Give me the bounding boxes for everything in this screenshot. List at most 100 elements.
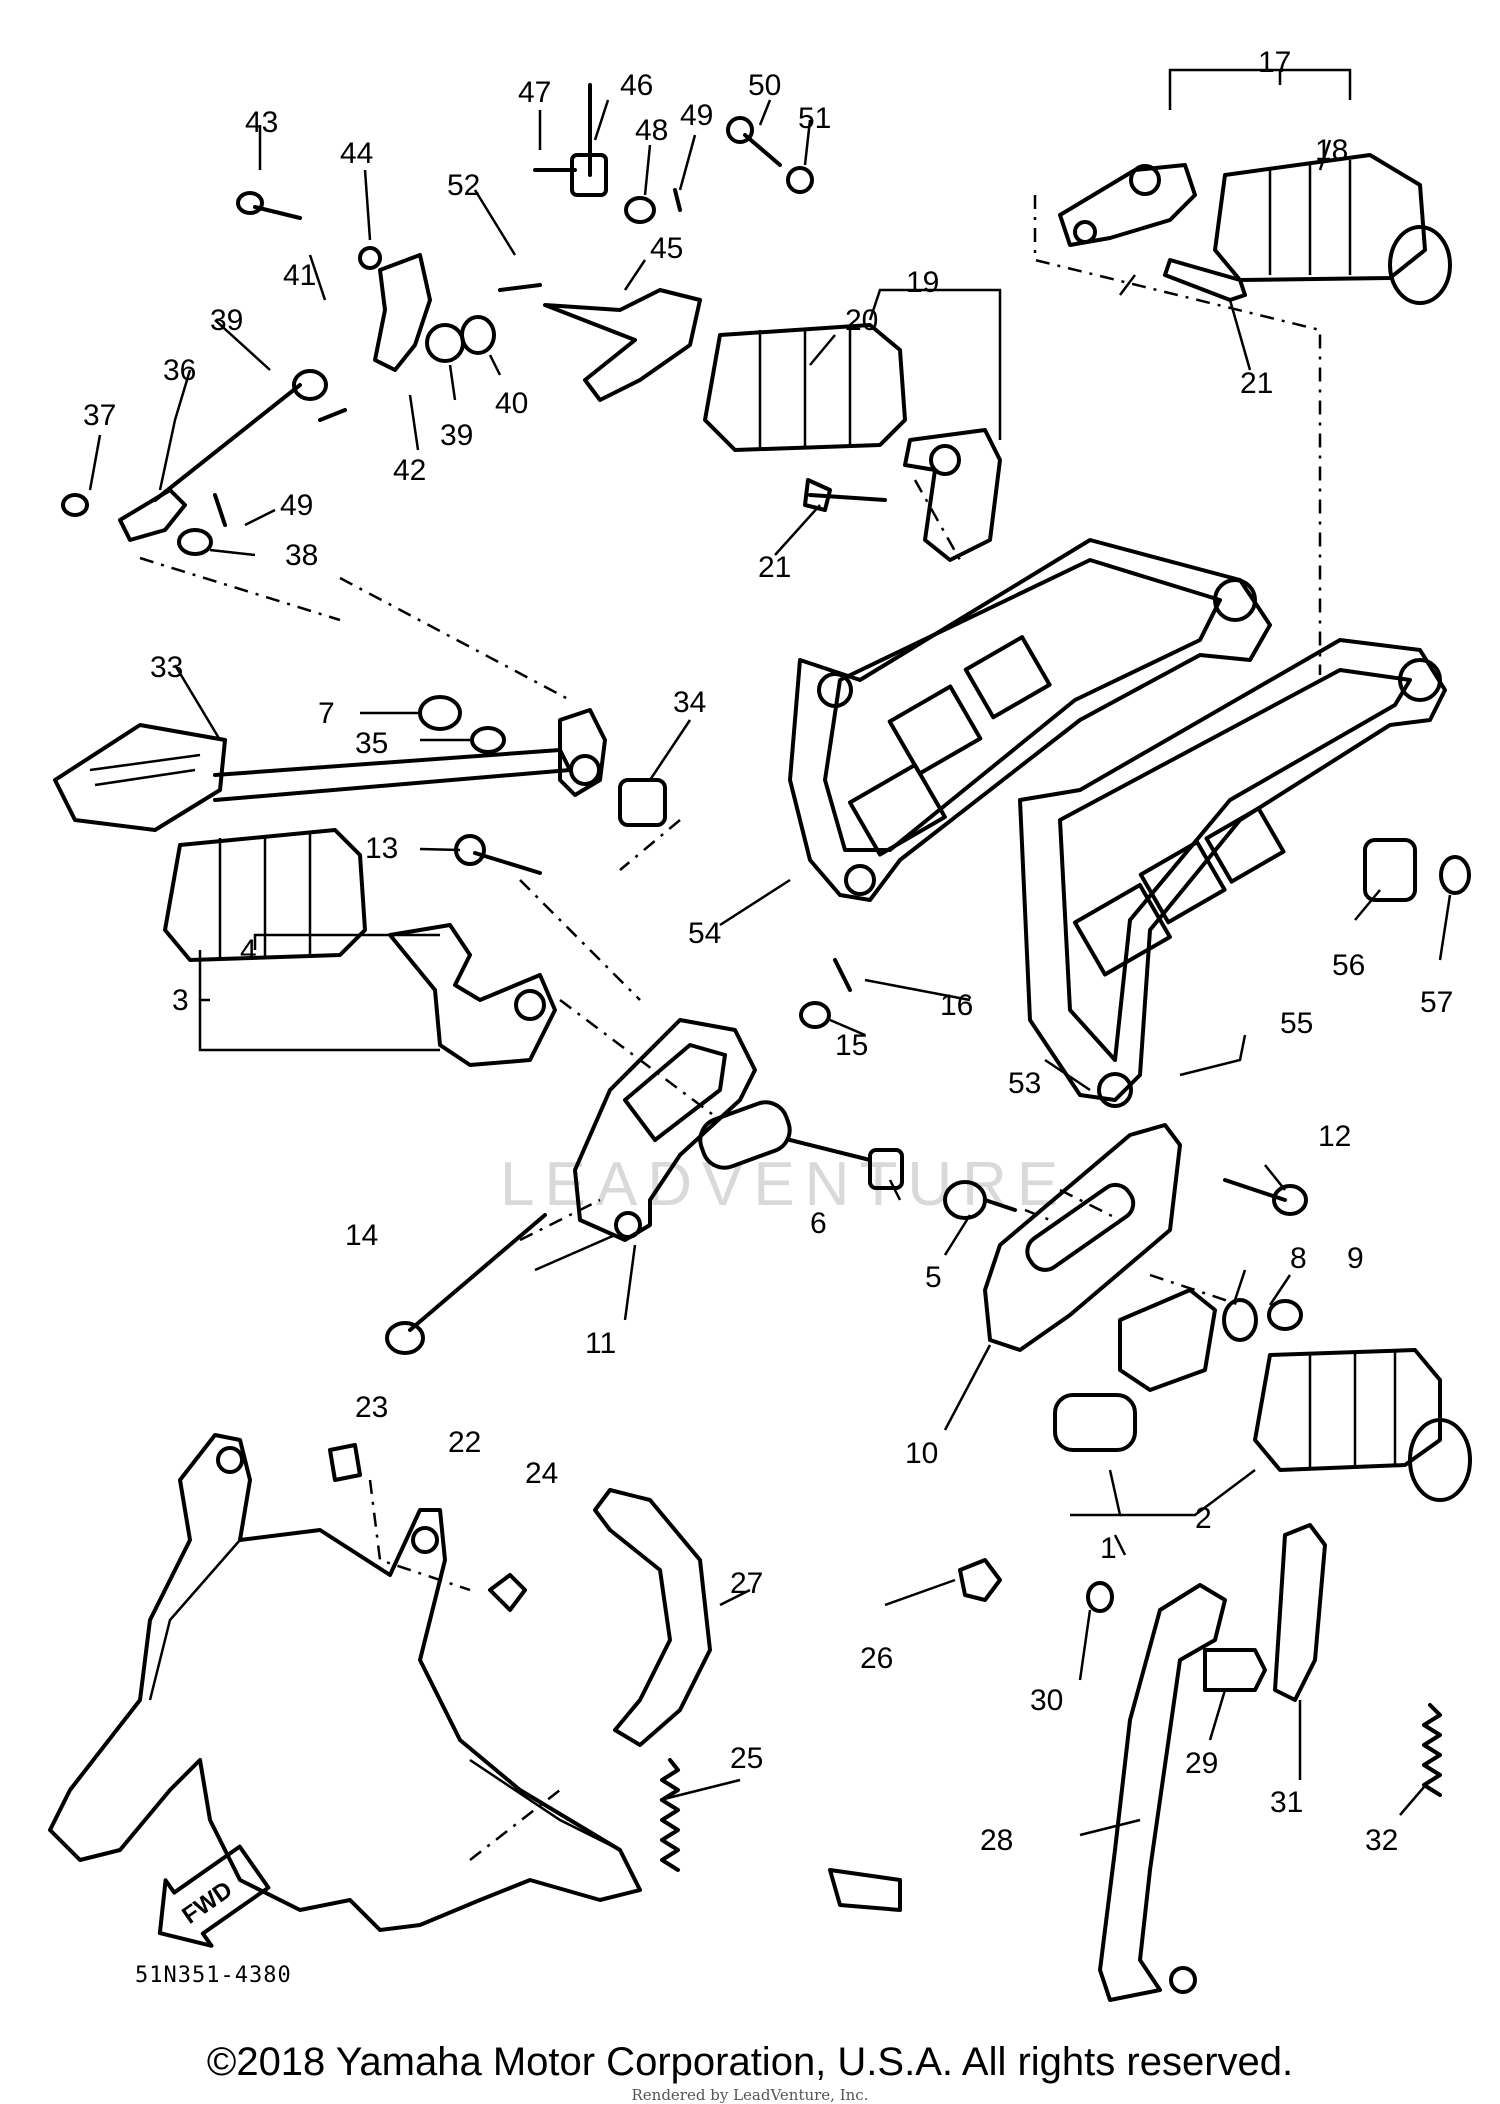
callout-22: 22 [448, 1426, 481, 1459]
collar-56 [1363, 838, 1417, 902]
callout-3: 3 [172, 984, 189, 1017]
callout-53: 53 [1008, 1067, 1041, 1100]
callout-44: 44 [340, 137, 373, 170]
drawing-code: 51N351-4380 [135, 1963, 292, 1988]
callout-9: 9 [1347, 1242, 1364, 1275]
footrest-hinge [1118, 1288, 1217, 1392]
footrest-bracket-left [788, 538, 1272, 902]
assembly-lines [139, 195, 1322, 1861]
callout-4: 4 [240, 934, 257, 967]
callout-41: 41 [283, 259, 316, 292]
callout-42: 42 [393, 454, 426, 487]
callout-21a: 21 [1240, 367, 1273, 400]
callout-56: 56 [1332, 949, 1365, 982]
bolt-6 [788, 1138, 872, 1162]
nut-9 [1267, 1299, 1303, 1331]
callout-12: 12 [1318, 1120, 1351, 1153]
callout-19: 19 [906, 266, 939, 299]
brake-rod-assembly [61, 83, 814, 556]
callout-36: 36 [163, 354, 196, 387]
callout-46: 46 [620, 69, 653, 102]
callout-21b: 21 [758, 551, 791, 584]
spring-32 [1422, 1703, 1442, 1797]
callout-51: 51 [798, 102, 831, 135]
damper-26 [958, 1558, 1002, 1602]
callout-50: 50 [748, 69, 781, 102]
footrest-front-left [163, 828, 557, 1067]
parts-drawing [48, 83, 1472, 2002]
callout-28: 28 [980, 1824, 1013, 1857]
callout-54: 54 [688, 917, 721, 950]
bolt-29 [1203, 1648, 1267, 1692]
callout-33: 33 [150, 651, 183, 684]
callout-16: 16 [940, 989, 973, 1022]
callout-15: 15 [835, 1029, 868, 1062]
callout-11: 11 [585, 1327, 616, 1360]
callout-18: 18 [1315, 134, 1348, 167]
callout-29: 29 [1185, 1747, 1218, 1780]
copyright-notice: ©2018 Yamaha Motor Corporation, U.S.A. A… [206, 2040, 1294, 2084]
callout-10: 10 [905, 1437, 938, 1470]
callout-37: 37 [83, 399, 116, 432]
washer-8 [1222, 1298, 1258, 1342]
callout-24: 24 [525, 1457, 558, 1490]
callout-23: 23 [355, 1391, 388, 1424]
stopper-23 [328, 1443, 362, 1482]
callout-26: 26 [860, 1642, 893, 1675]
bushing-34 [618, 778, 667, 827]
callout-6: 6 [810, 1207, 827, 1240]
callout-17: 17 [1258, 46, 1291, 79]
callout-47: 47 [518, 76, 551, 109]
callout-34: 34 [673, 686, 706, 719]
nut-7 [418, 695, 462, 731]
bolt-14 [408, 1213, 547, 1332]
callout-2: 2 [1195, 1502, 1212, 1535]
callout-5: 5 [925, 1261, 942, 1294]
callout-57: 57 [1420, 986, 1453, 1019]
center-stand [48, 1433, 902, 1932]
brake-pedal [53, 708, 607, 832]
callout-35: 35 [355, 727, 388, 760]
nut-30 [1086, 1581, 1114, 1613]
callout-32: 32 [1365, 1824, 1398, 1857]
callout-7: 7 [318, 697, 335, 730]
callout-52: 52 [447, 169, 480, 202]
callout-43: 43 [245, 106, 278, 139]
side-stand [1098, 1583, 1227, 2002]
callout-14: 14 [345, 1219, 378, 1252]
nut-24 [488, 1573, 527, 1612]
footrest-rear-right [1058, 153, 1452, 305]
forward-direction-arrow: FWD [157, 1844, 271, 1948]
rendered-by-credit: Rendered by LeadVenture, Inc. [631, 2086, 869, 2104]
pin-1 [1053, 1393, 1137, 1452]
callout-49b: 49 [280, 489, 313, 522]
footrest-front-right [1253, 1348, 1472, 1502]
callout-38: 38 [285, 539, 318, 572]
callout-39a: 39 [210, 304, 243, 337]
callout-27: 27 [730, 1567, 763, 1600]
callout-45: 45 [650, 232, 683, 265]
washer-57 [1439, 855, 1471, 895]
callout-31: 31 [1270, 1786, 1303, 1819]
callout-30: 30 [1030, 1684, 1063, 1717]
footrest-bracket-10 [983, 1123, 1182, 1352]
footrest-bracket-11 [573, 1018, 792, 1242]
plate-27 [593, 1488, 712, 1747]
leader-lines [88, 68, 1452, 1837]
callout-55: 55 [1280, 1007, 1313, 1040]
footrest-bracket-right [1018, 638, 1447, 1108]
callout-20: 20 [845, 304, 878, 337]
callout-48: 48 [635, 114, 668, 147]
callout-40: 40 [495, 387, 528, 420]
callout-49a: 49 [680, 99, 713, 132]
callout-8: 8 [1290, 1242, 1307, 1275]
watermark-text: LEADVENTURE [500, 1150, 1068, 1219]
callout-25: 25 [730, 1742, 763, 1775]
footrest-rear-left [703, 323, 1002, 562]
pin-16 [833, 958, 852, 992]
callout-13: 13 [365, 832, 398, 865]
callout-1: 1 [1100, 1532, 1117, 1565]
washer-15 [799, 1001, 831, 1029]
bolt-13 [473, 851, 542, 875]
